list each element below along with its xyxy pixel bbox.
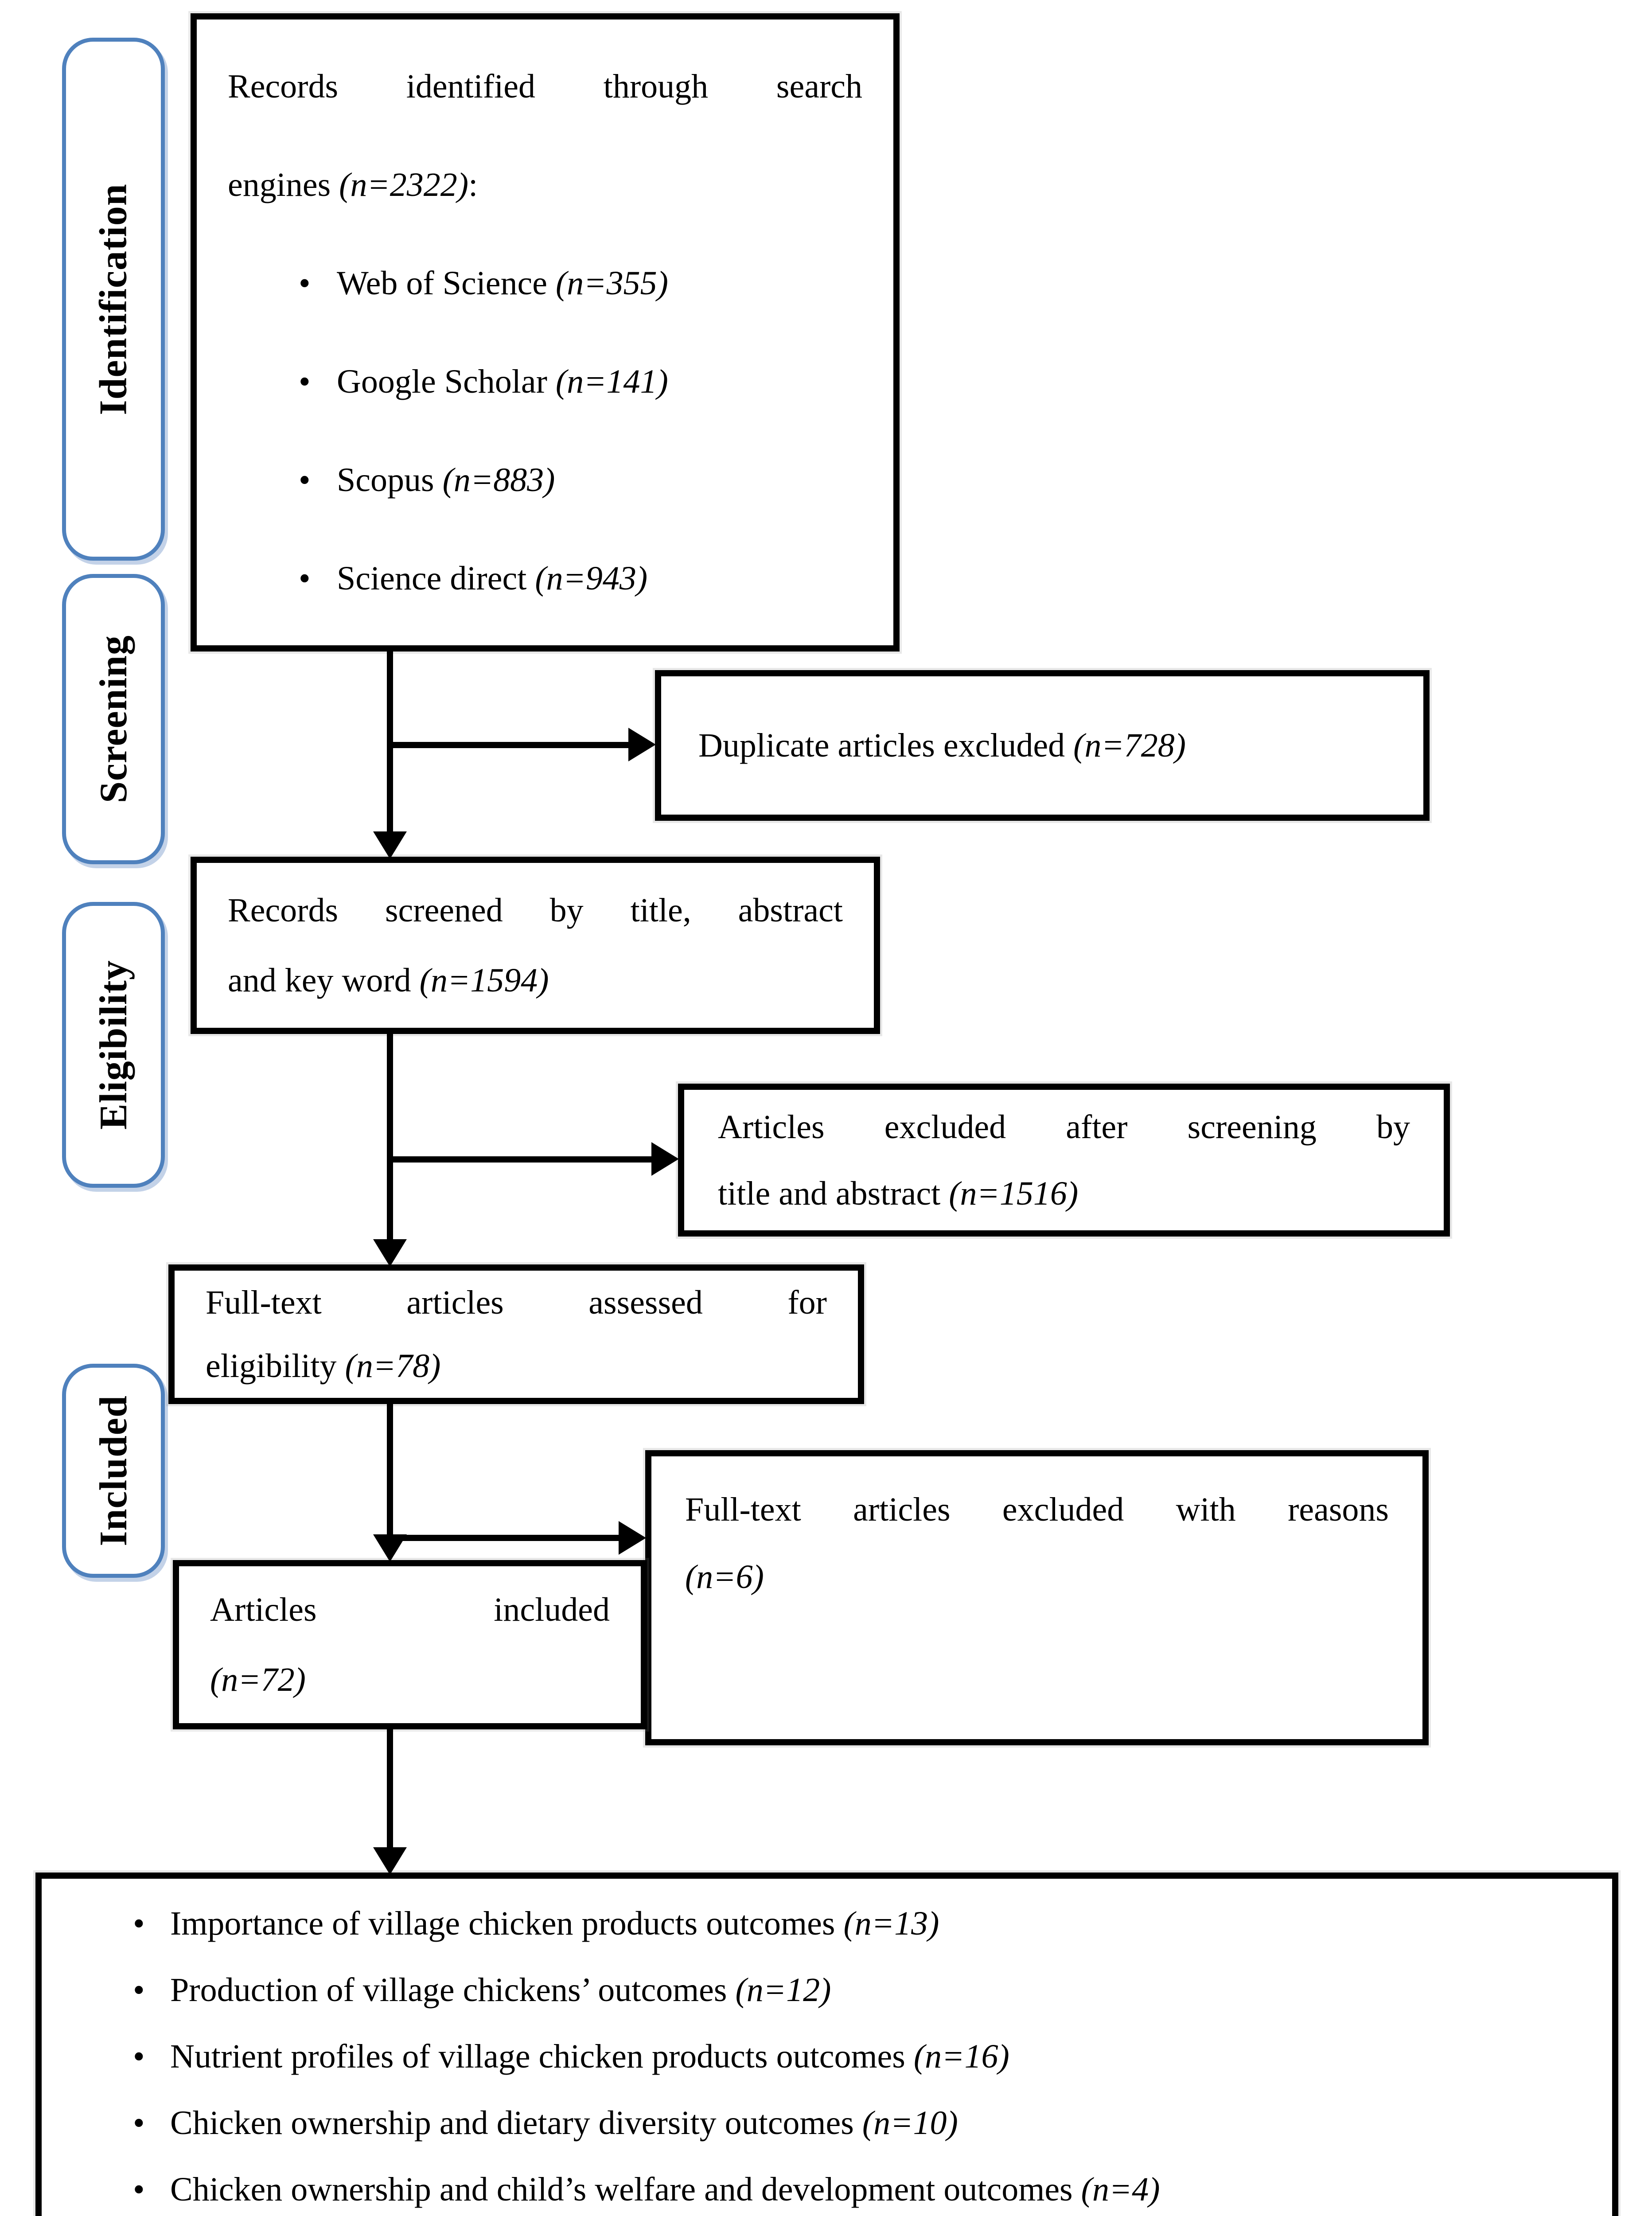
fulltext-excluded-line2: (n=6) (685, 1558, 764, 1596)
flow-line-screened-to-fulltext (387, 1034, 393, 1241)
bullet-icon: • (299, 363, 311, 400)
list-item: •Scopus (n=883) (299, 431, 862, 529)
bullet-icon: • (299, 461, 311, 499)
articles-included-line2: (n=72) (210, 1661, 306, 1698)
arrowhead-right-icon (628, 728, 656, 761)
stage-eligibility: Eligibility (62, 902, 165, 1188)
duplicates-excluded-text: Duplicate articles excluded (n=728) (698, 726, 1186, 764)
list-item: •Nutrient profiles of village chicken pr… (133, 2023, 1568, 2090)
stage-identification-label: Identification (92, 183, 135, 415)
list-item: •Google Scholar (n=141) (299, 332, 862, 431)
flow-line-fulltext-to-included (387, 1404, 393, 1536)
box-records-screened: Records screened by title, abstract and … (191, 857, 880, 1034)
box-duplicates-excluded: Duplicate articles excluded (n=728) (655, 670, 1430, 821)
bullet-icon: • (299, 560, 311, 597)
records-identified-line2: engines (n=2322): (228, 166, 478, 203)
screening-excluded-line1: Articles excluded after screening by (718, 1108, 1410, 1146)
arrowhead-right-icon (619, 1521, 646, 1555)
fulltext-assessed-line1: Full-text articles assessed for (206, 1284, 827, 1321)
flow-line-to-fulltext-excluded (390, 1535, 620, 1541)
box-fulltext-excluded: Full-text articles excluded with reasons… (645, 1450, 1429, 1745)
bullet-icon: • (299, 265, 311, 302)
list-item: •Importance of village chicken products … (133, 1890, 1568, 1957)
records-screened-line1: Records screened by title, abstract (228, 892, 843, 929)
stage-screening: Screening (62, 574, 165, 864)
fulltext-assessed-line2: eligibility (n=78) (206, 1347, 441, 1385)
box-outcome-themes: •Importance of village chicken products … (35, 1873, 1618, 2216)
flow-line-to-duplicates-excluded (390, 742, 629, 748)
arrowhead-down-icon (373, 1847, 407, 1875)
search-engine-list: •Web of Science (n=355) •Google Scholar … (228, 234, 862, 628)
stage-included: Included (62, 1364, 165, 1578)
list-item: •Web of Science (n=355) (299, 234, 862, 332)
bullet-icon: • (133, 1971, 145, 2009)
stage-eligibility-label: Eligibility (92, 960, 135, 1130)
bullet-icon: • (133, 1905, 145, 1942)
records-identified-line1: Records identified through search (228, 68, 862, 105)
screening-excluded-line2: title and abstract (n=1516) (718, 1174, 1079, 1212)
arrowhead-down-icon (373, 1239, 407, 1267)
box-screening-excluded: Articles excluded after screening by tit… (678, 1084, 1450, 1237)
bullet-icon: • (133, 2104, 145, 2142)
list-item: •Chicken ownership and child’s welfare a… (133, 2156, 1568, 2216)
box-fulltext-assessed: Full-text articles assessed for eligibil… (168, 1264, 864, 1404)
outcome-theme-list: •Importance of village chicken products … (133, 1890, 1568, 2216)
list-item: •Chicken ownership and dietary diversity… (133, 2090, 1568, 2156)
arrowhead-down-icon (373, 831, 407, 859)
arrowhead-right-icon (651, 1142, 679, 1176)
stage-identification: Identification (62, 38, 165, 561)
stage-screening-label: Screening (92, 635, 135, 803)
records-screened-line2: and key word (n=1594) (228, 962, 549, 999)
list-item: •Production of village chickens’ outcome… (133, 1957, 1568, 2023)
bullet-icon: • (133, 2171, 145, 2208)
box-records-identified: Records identified through search engine… (191, 13, 900, 652)
flow-line-to-screening-excluded (390, 1156, 653, 1163)
stage-included-label: Included (92, 1395, 135, 1546)
fulltext-excluded-line1: Full-text articles excluded with reasons (685, 1491, 1389, 1528)
bullet-icon: • (133, 2038, 145, 2075)
flow-line-included-to-outcomes (387, 1728, 393, 1848)
list-item: •Science direct (n=943) (299, 529, 862, 628)
